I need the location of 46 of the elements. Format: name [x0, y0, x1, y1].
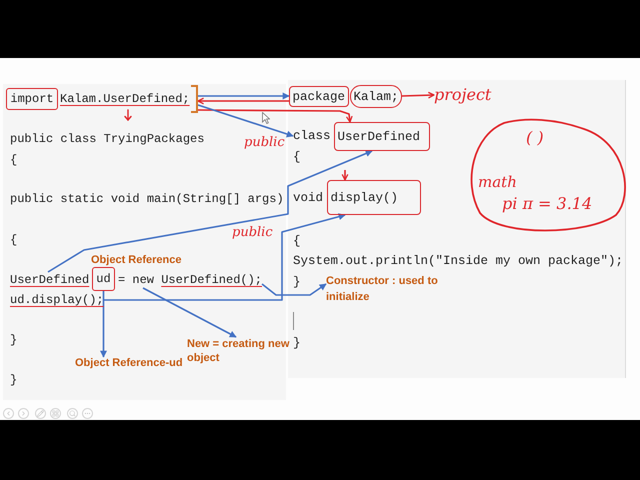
- arrow: [342, 170, 348, 181]
- annotation-text: Object Reference-ud: [75, 357, 183, 369]
- annotation-text: Object Reference: [91, 254, 182, 266]
- highlighted-code: display(): [327, 180, 421, 215]
- handwritten-note: math: [478, 173, 517, 191]
- code-text: System.out.println("Inside my own package");: [293, 253, 624, 269]
- arrow: [197, 98, 289, 104]
- code-text: =: [118, 272, 126, 288]
- code-text: {: [10, 232, 18, 248]
- code-text: void: [293, 190, 324, 206]
- arrow: [198, 109, 353, 123]
- code-text: }: [293, 335, 301, 351]
- code-text: new: [132, 272, 154, 288]
- arrow: [198, 104, 294, 138]
- code-text: }: [10, 372, 18, 388]
- handwritten-note: pi π = 3.14: [502, 195, 592, 213]
- arrow: [262, 283, 327, 296]
- handwritten-note: public: [244, 136, 285, 150]
- code-text: {: [10, 152, 18, 168]
- handwritten-note: project: [434, 86, 492, 104]
- highlighted-code: UserDefined: [334, 122, 430, 151]
- annotation-text: Constructor : used to initialize: [326, 273, 458, 305]
- handwritten-note: ( ): [526, 129, 544, 147]
- code-text: Kalam.UserDefined;: [60, 91, 190, 107]
- highlighted-code: package: [289, 86, 349, 107]
- code-text: {: [293, 149, 301, 165]
- arrow: [104, 213, 346, 301]
- code-text: public class TryingPackages: [10, 131, 204, 147]
- arrow: [100, 291, 107, 358]
- handwritten-note: public: [232, 226, 273, 240]
- arrow: [198, 92, 290, 100]
- arrow: [402, 92, 435, 99]
- code-text: UserDefined: [10, 272, 90, 288]
- code-text: {: [293, 233, 301, 249]
- highlighted-code: Kalam;: [350, 85, 402, 108]
- arrow: [48, 150, 373, 273]
- highlighted-code: import: [6, 88, 58, 110]
- code-text: ud.display();: [10, 292, 104, 308]
- code-text: }: [293, 274, 301, 290]
- code-text: }: [10, 332, 18, 348]
- arrow: [142, 287, 237, 338]
- annotation-text: New = creating new object: [187, 337, 291, 365]
- highlighted-code: ud: [92, 267, 115, 291]
- code-text: public static void main(String[] args): [10, 191, 284, 207]
- code-text: UserDefined();: [161, 272, 262, 288]
- code-text: class: [293, 128, 331, 144]
